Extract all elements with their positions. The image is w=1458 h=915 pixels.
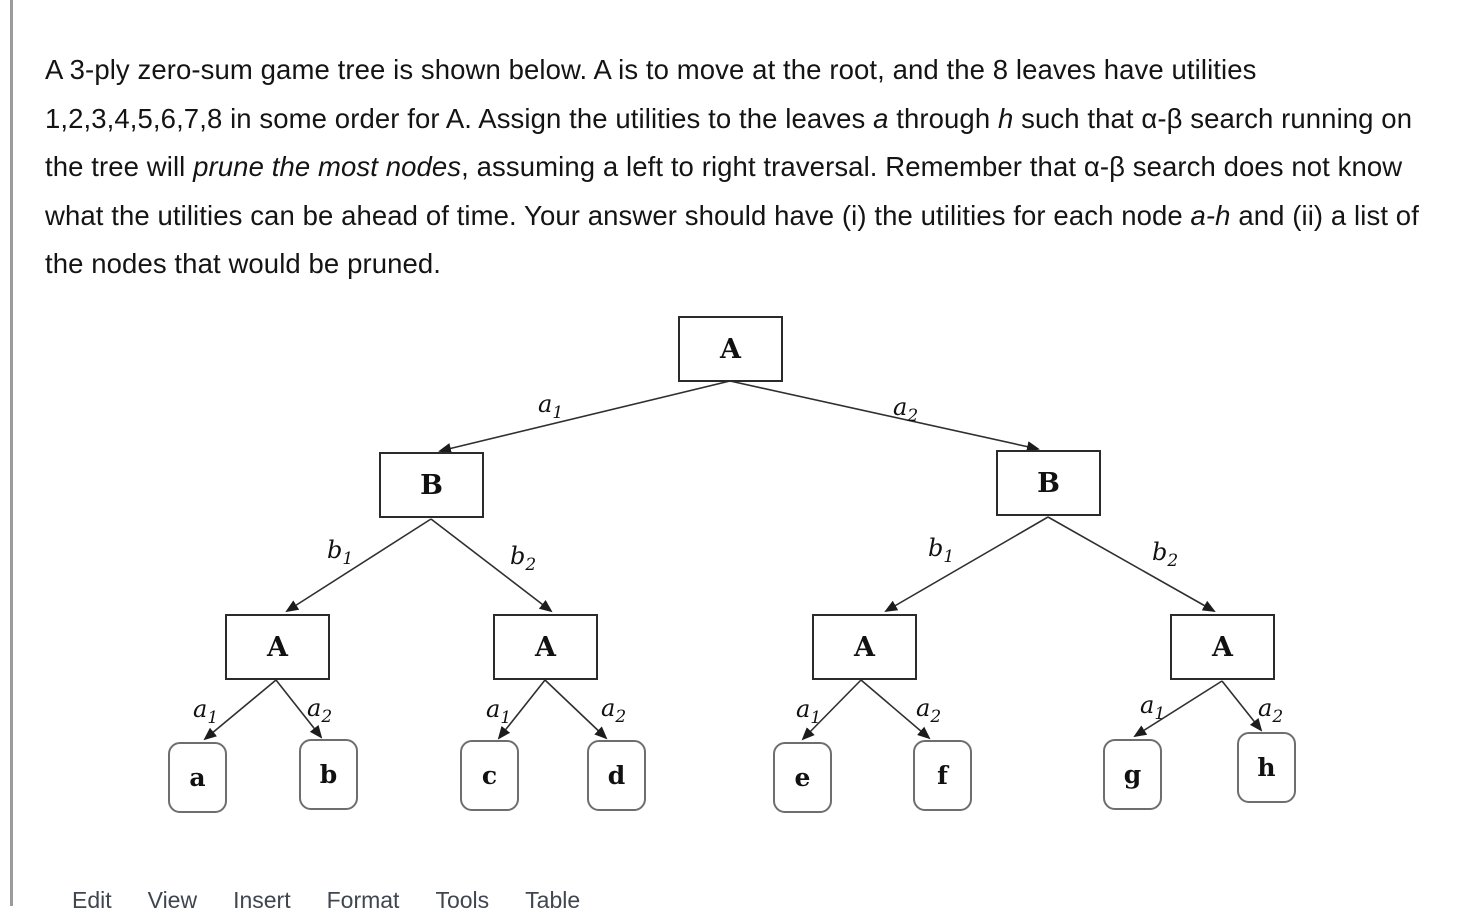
tree-leaf-d: d: [587, 740, 646, 811]
tree-node-root: A: [678, 316, 783, 382]
menu-table[interactable]: Table: [525, 887, 581, 913]
tree-node-a-left-2: A: [493, 614, 598, 680]
edge-label-bright-b1: b1: [928, 534, 955, 567]
menu-insert[interactable]: Insert: [233, 887, 291, 913]
tree-node-b-right: B: [996, 450, 1101, 516]
edge-label-bright-b2: b2: [1152, 538, 1179, 571]
question-text: , assuming a left to right traversal. Re…: [45, 151, 1403, 231]
edge-label-aleft2-a1: a1: [486, 695, 512, 728]
question-text-italic: a: [873, 102, 889, 134]
edge-label-aright2-a2: a2: [1258, 694, 1284, 727]
tree-leaf-e: e: [773, 742, 832, 813]
tree-node-a-right-2: A: [1170, 614, 1275, 680]
edge-label-aleft1-a1: a1: [193, 695, 219, 728]
menu-edit[interactable]: Edit: [72, 887, 112, 913]
menu-format[interactable]: Format: [326, 887, 400, 913]
question-paragraph: A 3-ply zero-sum game tree is shown belo…: [45, 46, 1437, 289]
left-border-rule: [10, 0, 13, 906]
question-text: through: [888, 102, 998, 134]
edge-label-root-a1: a1: [538, 390, 564, 423]
question-text-italic: prune the most nodes: [193, 151, 462, 182]
tree-node-a-right-1: A: [812, 614, 917, 680]
tree-node-b-left: B: [379, 452, 484, 518]
question-text: such that α-β search running on the tree…: [45, 102, 1413, 183]
tree-node-a-left-1: A: [225, 614, 330, 680]
tree-leaf-c: c: [460, 740, 519, 811]
edge-label-aright2-a1: a1: [1140, 691, 1166, 724]
menu-view[interactable]: View: [147, 887, 198, 913]
question-text-italic: h: [997, 102, 1014, 134]
edge-label-bleft-b1: b1: [327, 536, 354, 569]
tree-leaf-b: b: [299, 739, 358, 810]
tree-leaf-a: a: [168, 742, 227, 813]
menu-bar: Edit View Insert Format Tools Table: [72, 885, 580, 915]
tree-leaf-h: h: [1237, 732, 1296, 803]
edge-label-aright1-a2: a2: [916, 694, 942, 727]
question-text: A 3-ply zero-sum game tree is shown belo…: [45, 54, 1257, 134]
edge-label-aleft1-a2: a2: [307, 694, 333, 727]
tree-leaf-f: f: [913, 740, 972, 811]
edge-label-aright1-a1: a1: [796, 695, 822, 728]
question-text: and (ii) a list of the nodes that would …: [45, 199, 1419, 280]
edge-label-bleft-b2: b2: [510, 542, 537, 575]
edge-label-root-a2: a2: [893, 393, 919, 426]
question-text-italic: a-h: [1190, 199, 1231, 231]
tree-leaf-g: g: [1103, 739, 1162, 810]
edge-label-aleft2-a2: a2: [601, 694, 627, 727]
menu-tools[interactable]: Tools: [435, 887, 490, 913]
